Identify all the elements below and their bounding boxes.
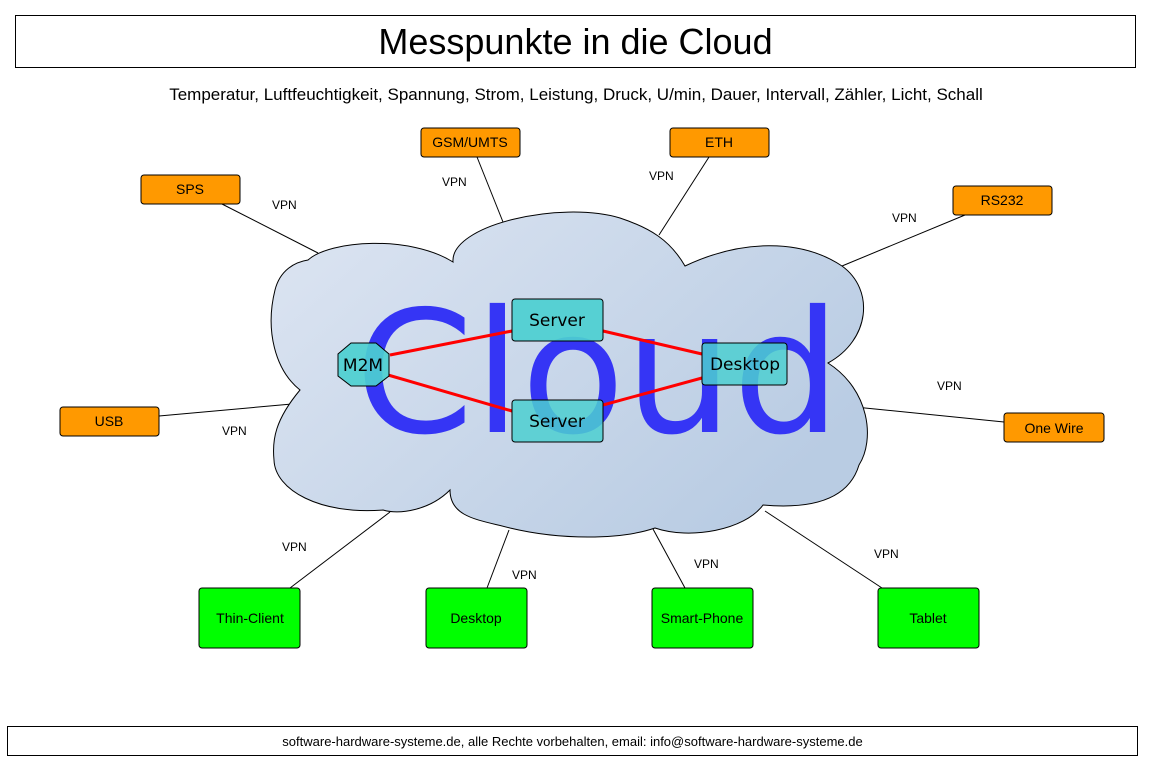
cloud-shape bbox=[270, 211, 868, 538]
source-box bbox=[59, 406, 160, 437]
vpn-label-gsm: VPN bbox=[442, 175, 467, 189]
server-top-node[interactable]: Server bbox=[511, 298, 604, 342]
client-box bbox=[198, 587, 301, 649]
source-rs232[interactable]: RS232 bbox=[952, 185, 1053, 216]
vpn-label-tablet: VPN bbox=[874, 547, 899, 561]
link-sps bbox=[219, 202, 319, 254]
source-label: ETH bbox=[705, 134, 733, 150]
source-eth[interactable]: ETH bbox=[669, 127, 770, 158]
source-gsm[interactable]: GSM/UMTS bbox=[420, 127, 521, 158]
source-label: RS232 bbox=[981, 192, 1024, 208]
source-box bbox=[140, 174, 241, 205]
source-box bbox=[669, 127, 770, 158]
client-label: Tablet bbox=[909, 610, 946, 626]
m2m-label: M2M bbox=[343, 356, 383, 376]
client-box bbox=[651, 587, 754, 649]
link-desktop bbox=[486, 529, 510, 589]
source-onewire[interactable]: One Wire bbox=[1003, 412, 1105, 443]
client-desktop[interactable]: Desktop bbox=[425, 587, 528, 649]
m2m-octagon bbox=[337, 342, 390, 387]
vpn-label-phone: VPN bbox=[694, 557, 719, 571]
source-label: USB bbox=[95, 413, 124, 429]
vpn-label-thin: VPN bbox=[282, 540, 307, 554]
link-onewire bbox=[854, 406, 1005, 423]
client-label: Thin-Client bbox=[216, 610, 284, 626]
link-m2m-server-bottom bbox=[387, 373, 513, 413]
client-thin[interactable]: Thin-Client bbox=[198, 587, 301, 649]
measurement-list: Temperatur, Luftfeuchtigkeit, Spannung, … bbox=[169, 85, 983, 104]
source-box bbox=[1003, 412, 1105, 443]
server-bottom-node[interactable]: Server bbox=[511, 399, 604, 443]
link-server-top-desktop bbox=[602, 329, 703, 356]
client-label: Smart-Phone bbox=[661, 610, 744, 626]
link-tablet bbox=[764, 510, 883, 589]
source-box bbox=[952, 185, 1053, 216]
client-tablet[interactable]: Tablet bbox=[877, 587, 980, 649]
vpn-label-rs232: VPN bbox=[892, 211, 917, 225]
vpn-label-sps: VPN bbox=[272, 198, 297, 212]
client-label: Desktop bbox=[450, 610, 502, 626]
vpn-label-onewire: VPN bbox=[937, 379, 962, 393]
m2m-node[interactable]: M2M bbox=[337, 342, 390, 387]
source-label: GSM/UMTS bbox=[432, 134, 507, 150]
vpn-links bbox=[158, 156, 1005, 589]
link-rs232 bbox=[841, 214, 966, 267]
vpn-label-desktop: VPN bbox=[512, 568, 537, 582]
server-bottom-box bbox=[511, 399, 604, 443]
vpn-labels: VPN VPN VPN VPN VPN VPN VPN VPN VPN VPN bbox=[222, 169, 962, 582]
source-box bbox=[420, 127, 521, 158]
link-eth bbox=[658, 156, 710, 236]
link-m2m-server-top bbox=[389, 329, 513, 357]
server-top-label: Server bbox=[529, 311, 585, 331]
desktop-inner-label: Desktop bbox=[710, 355, 780, 375]
server-bottom-label: Server bbox=[529, 412, 585, 432]
vpn-label-eth: VPN bbox=[649, 169, 674, 183]
link-usb bbox=[158, 403, 293, 417]
link-thin bbox=[289, 511, 391, 589]
footer-text: software-hardware-systeme.de, alle Recht… bbox=[282, 733, 863, 749]
link-phone bbox=[652, 528, 686, 589]
client-box bbox=[425, 587, 528, 649]
page-title: Messpunkte in die Cloud bbox=[378, 20, 773, 62]
client-box bbox=[877, 587, 980, 649]
source-usb[interactable]: USB bbox=[59, 406, 160, 437]
desktop-inner-box bbox=[701, 342, 788, 386]
link-gsm bbox=[476, 156, 506, 228]
vpn-label-usb: VPN bbox=[222, 424, 247, 438]
inner-links bbox=[387, 329, 703, 413]
client-phone[interactable]: Smart-Phone bbox=[651, 587, 754, 649]
source-sps[interactable]: SPS bbox=[140, 174, 241, 205]
source-label: One Wire bbox=[1024, 420, 1083, 436]
source-label: SPS bbox=[176, 181, 204, 197]
footer: software-hardware-systeme.de, alle Recht… bbox=[7, 726, 1138, 756]
desktop-inner-node[interactable]: Desktop bbox=[701, 342, 788, 386]
title-box: Messpunkte in die Cloud bbox=[15, 15, 1136, 68]
link-server-bottom-desktop bbox=[602, 376, 703, 407]
server-top-box bbox=[511, 298, 604, 342]
